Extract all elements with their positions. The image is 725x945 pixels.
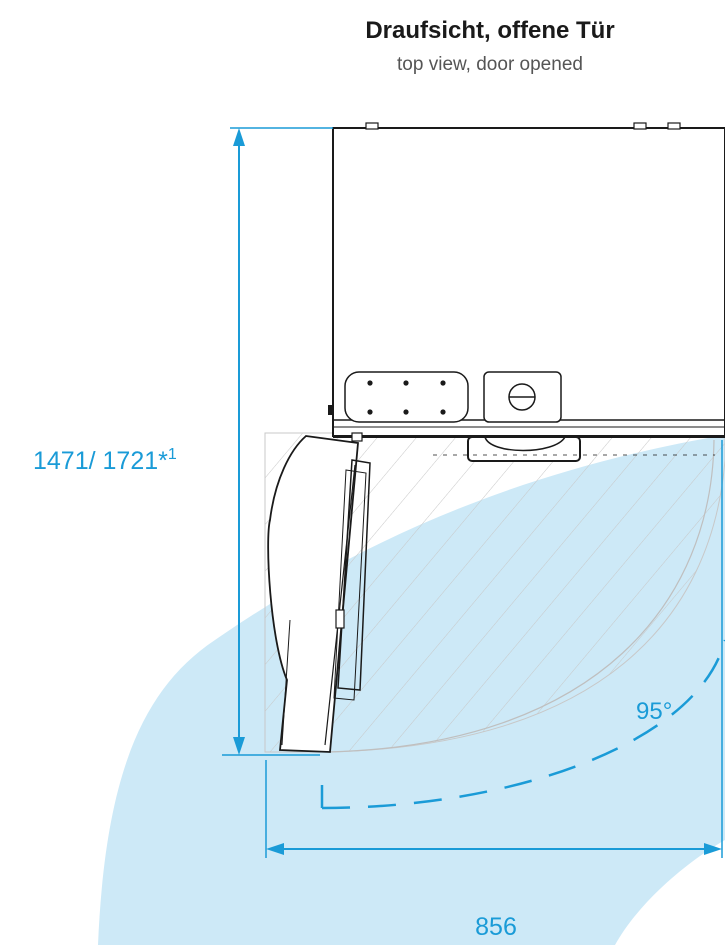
connector-panel	[483, 371, 562, 423]
depth-dimension	[222, 127, 333, 756]
diagram-title: Draufsicht, offene Tür	[365, 17, 614, 44]
diagram-subtitle: top view, door opened	[397, 54, 583, 75]
vent-grille	[344, 371, 469, 423]
opening-angle-arc	[320, 639, 725, 810]
opening-angle-label: 95°	[636, 698, 672, 725]
open-door	[267, 432, 371, 753]
bottom-handle	[433, 436, 715, 462]
door-swing-arc	[327, 439, 715, 753]
width-dimension	[265, 440, 723, 858]
depth-label: 1471/ 1721*1	[33, 446, 177, 475]
width-label: 856	[475, 913, 517, 941]
